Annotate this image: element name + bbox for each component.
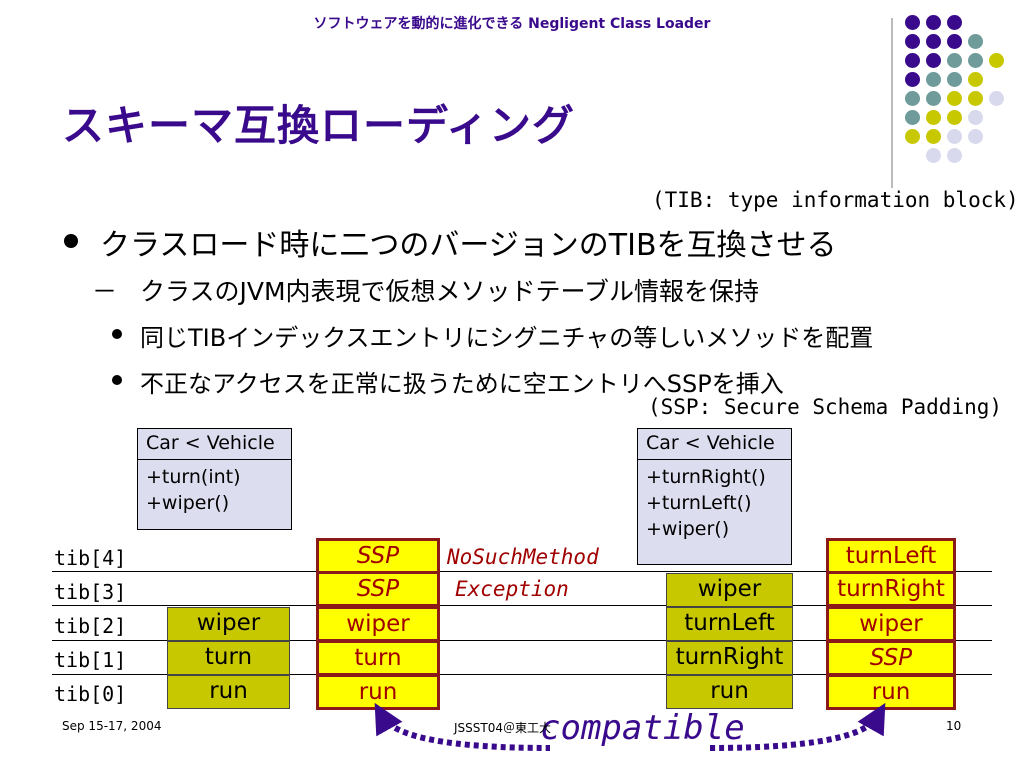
tib-label: tib[4] xyxy=(54,546,127,570)
method-item: +turnRight() xyxy=(646,466,766,488)
decorative-dot xyxy=(947,91,962,106)
decorative-dot xyxy=(947,15,962,30)
decorative-dot xyxy=(905,72,920,87)
row-divider xyxy=(52,605,992,606)
decorative-dot xyxy=(947,148,962,163)
tib-label: tib[0] xyxy=(54,682,127,706)
tib-cell: wiper xyxy=(316,606,440,642)
decorative-dot xyxy=(905,34,920,49)
decorative-dot xyxy=(905,110,920,125)
tib-label: tib[1] xyxy=(54,648,127,672)
decorative-dot xyxy=(905,129,920,144)
decorative-dot xyxy=(947,72,962,87)
tib-cell: turnLeft xyxy=(826,538,956,574)
tib-note: (TIB: type information block) xyxy=(652,188,1019,212)
page-number: 10 xyxy=(946,719,962,733)
sub-bullet-dot-icon xyxy=(112,375,122,385)
tib-cell: run xyxy=(167,675,290,709)
tib-cell: turn xyxy=(316,640,440,676)
bullet-1: クラスロード時に二つのバージョンのTIBを互換させる xyxy=(100,228,837,263)
footer-venue: JSSST04＠東工大 xyxy=(454,721,551,735)
decorative-dot xyxy=(947,110,962,125)
decorative-dot xyxy=(968,34,983,49)
decorative-dot xyxy=(968,91,983,106)
slide-header: ソフトウェアを動的に進化できる Negligent Class Loader xyxy=(313,16,711,32)
tib-cell: wiper xyxy=(666,573,793,607)
tib-cell: turnLeft xyxy=(666,607,793,641)
decorative-dot xyxy=(905,91,920,106)
decorative-dot xyxy=(947,53,962,68)
compatible-arrow xyxy=(370,700,890,751)
bullet-3: 同じTIBインデックスエントリにシグニチャの等しいメソッドを配置 xyxy=(140,324,874,352)
decorative-dot xyxy=(926,53,941,68)
row-divider xyxy=(52,571,992,572)
tib-cell: turnRight xyxy=(826,571,956,607)
tib-cell: turn xyxy=(167,641,290,675)
decorative-dot xyxy=(947,129,962,144)
tib-label: tib[2] xyxy=(54,614,127,638)
compatible-label: compatible xyxy=(540,708,745,748)
decorative-dot xyxy=(947,34,962,49)
decorative-dot xyxy=(905,15,920,30)
ssp-note: (SSP: Secure Schema Padding) xyxy=(648,395,1003,419)
slide-title: スキーマ互換ローディング xyxy=(62,101,576,150)
tib-label: tib[3] xyxy=(54,580,127,604)
bullet-2: クラスのJVM内表現で仮想メソッドテーブル情報を保持 xyxy=(140,277,760,306)
method-item: +wiper() xyxy=(146,492,230,514)
decorative-dot xyxy=(905,53,920,68)
ssp-cell: SSP xyxy=(316,571,440,607)
tib-column-new-compat: turnLeft turnRight wiper SSP run xyxy=(826,538,956,710)
decorative-dot xyxy=(926,129,941,144)
class-header: Car < Vehicle xyxy=(138,429,291,460)
divider-line xyxy=(891,18,893,188)
decorative-dot xyxy=(968,129,983,144)
sub-bullet-dot-icon xyxy=(112,329,122,339)
decorative-dot xyxy=(968,53,983,68)
method-item: +wiper() xyxy=(646,518,730,540)
tib-cell: wiper xyxy=(826,606,956,642)
decorative-dot xyxy=(968,72,983,87)
ssp-cell: SSP xyxy=(826,640,956,676)
row-divider xyxy=(52,640,992,641)
decorative-dot xyxy=(926,72,941,87)
decorative-dot xyxy=(989,91,1004,106)
tib-cell: wiper xyxy=(167,607,290,641)
footer-date: Sep 15-17, 2004 xyxy=(62,719,162,733)
exception-label: NoSuchMethod xyxy=(447,545,599,569)
method-item: +turnLeft() xyxy=(646,492,752,514)
method-item: +turn(int) xyxy=(146,466,241,488)
decorative-dot xyxy=(926,91,941,106)
dash-icon: － xyxy=(92,277,118,306)
bullet-4: 不正なアクセスを正常に扱うために空エントリへSSPを挿入 xyxy=(140,370,784,398)
row-divider xyxy=(52,674,992,675)
tib-cell: turnRight xyxy=(666,641,793,675)
decorative-dot xyxy=(926,15,941,30)
ssp-cell: SSP xyxy=(316,538,440,574)
class-box-old: Car < Vehicle +turn(int) +wiper() xyxy=(137,428,292,530)
decorative-dot xyxy=(968,110,983,125)
decorative-dot xyxy=(989,53,1004,68)
tib-column-old-compat: SSP SSP wiper turn run xyxy=(316,538,440,710)
decorative-dot xyxy=(926,148,941,163)
bullet-dot-icon xyxy=(64,234,78,248)
decorative-dot xyxy=(926,110,941,125)
decorative-dot xyxy=(926,34,941,49)
class-header: Car < Vehicle xyxy=(638,429,791,460)
class-box-new: Car < Vehicle +turnRight() +turnLeft() +… xyxy=(637,428,792,565)
exception-label: Exception xyxy=(455,577,569,601)
